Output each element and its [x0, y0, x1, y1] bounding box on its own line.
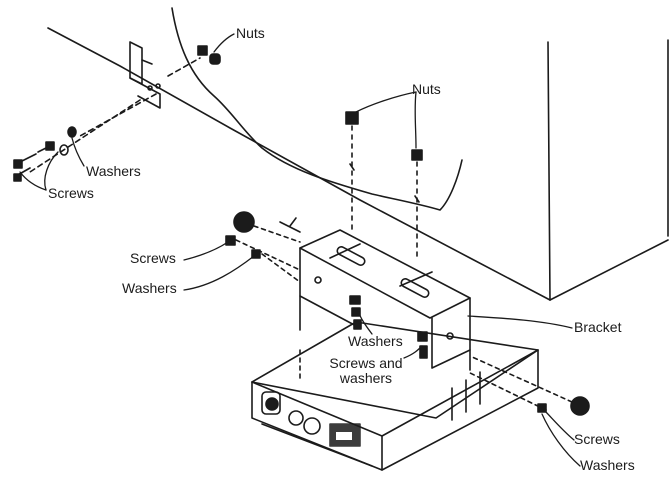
label-bracket: Bracket: [574, 319, 622, 335]
label-washers-left: Washers: [86, 163, 141, 179]
label-screws-and-washers-line2: washers: [339, 370, 393, 387]
upper-left-mount: [13, 41, 221, 182]
left-knob-hardware: [225, 211, 301, 283]
label-screws-left: Screws: [48, 185, 94, 201]
label-screws-and-washers-line1: Screws and: [329, 355, 403, 371]
hanging-nuts: [345, 111, 423, 259]
label-washers-right: Washers: [580, 457, 635, 473]
label-nuts-top: Nuts: [236, 25, 265, 41]
label-washers-center: Washers: [348, 333, 403, 349]
right-knob-hardware: [467, 355, 590, 416]
radio-unit: [251, 321, 539, 471]
label-washers-mid: Washers: [122, 280, 177, 296]
label-nuts-middle: Nuts: [412, 81, 441, 97]
label-screws-right: Screws: [574, 431, 620, 447]
dash-panel: [47, 7, 669, 301]
leader-lines: [19, 33, 581, 467]
bracket: [299, 229, 471, 371]
label-screws-and-washers: Screws and washers: [324, 355, 408, 387]
label-screws-mid: Screws: [130, 250, 176, 266]
